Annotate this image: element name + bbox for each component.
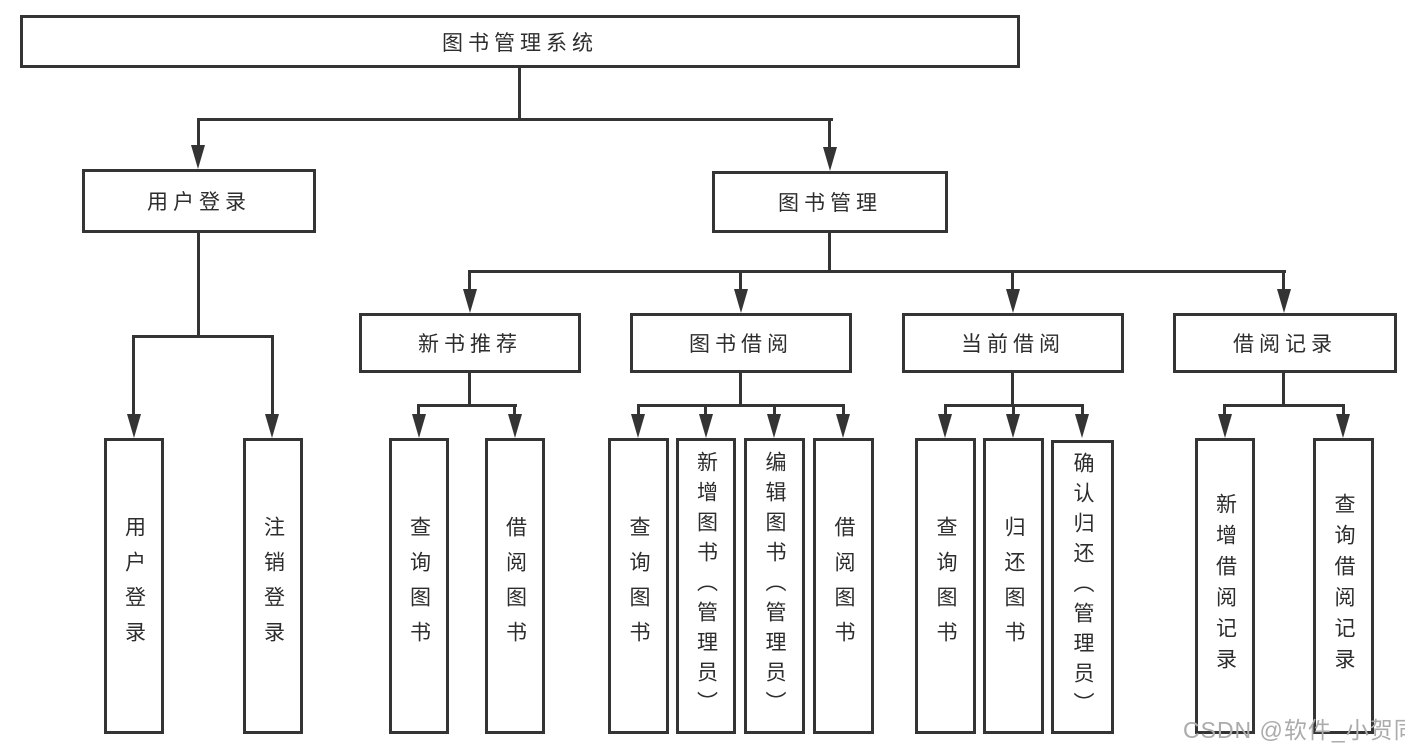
arrowhead-down-icon	[699, 414, 713, 438]
connector-line	[773, 404, 776, 416]
leaf-query-books-borrowing: 查询图书	[608, 438, 669, 734]
watermark: CSDN @软件_小贺同学	[1183, 717, 1405, 743]
connector-line	[468, 270, 471, 290]
arrowhead-down-icon	[1336, 414, 1350, 438]
connector-line	[197, 233, 200, 338]
leaf-label: 查询图书	[407, 516, 431, 656]
arrowhead-down-icon	[631, 414, 645, 438]
connector-line	[739, 270, 742, 290]
leaf-borrow-books-borrowing: 借阅图书	[813, 438, 874, 734]
node-label: 借阅记录	[1233, 333, 1337, 356]
leaf-label: 借阅图书	[832, 516, 855, 656]
connector-line	[739, 373, 742, 407]
connector-line	[704, 404, 707, 416]
node-library-management-system: 图书管理系统	[20, 15, 1020, 68]
leaf-query-books-recommendation: 查询图书	[389, 438, 449, 734]
connector-line	[1223, 404, 1345, 407]
connector-line	[637, 404, 845, 407]
connector-line	[1282, 270, 1285, 290]
connector-line	[417, 404, 420, 416]
connector-line	[1012, 404, 1015, 416]
connector-line	[1011, 373, 1014, 407]
leaf-label: 新增借阅记录	[1213, 493, 1237, 679]
node-label: 用户登录	[147, 191, 251, 214]
leaf-query-books-current: 查询图书	[915, 438, 976, 734]
connector-line	[132, 335, 135, 415]
connector-line	[1342, 404, 1345, 416]
connector-line	[197, 118, 200, 146]
leaf-label: 新增图书（管理员）	[694, 451, 718, 721]
arrowhead-down-icon	[265, 414, 279, 438]
node-new-book-recommendation: 新书推荐	[359, 313, 581, 373]
leaf-borrow-books-recommendation: 借阅图书	[485, 438, 545, 734]
connector-line	[1282, 373, 1285, 407]
arrowhead-down-icon	[1218, 414, 1232, 438]
connector-line	[637, 404, 640, 416]
leaf-label: 查询图书	[934, 516, 957, 656]
connector-line	[828, 233, 831, 273]
connector-line	[518, 68, 521, 120]
leaf-label: 借阅图书	[503, 516, 527, 656]
node-user-login: 用户登录	[82, 169, 316, 233]
connector-line	[1223, 404, 1226, 416]
arrowhead-down-icon	[463, 289, 477, 313]
connector-line	[417, 404, 517, 407]
node-label: 新书推荐	[418, 333, 522, 356]
arrowhead-down-icon	[938, 414, 952, 438]
leaf-user-login: 用户登录	[104, 438, 164, 734]
connector-line	[1011, 270, 1014, 290]
leaf-confirm-return-admin: 确认归还（管理员）	[1051, 440, 1114, 734]
leaf-return-books: 归还图书	[983, 438, 1044, 734]
leaf-label: 查询图书	[627, 516, 650, 656]
arrowhead-down-icon	[836, 414, 850, 438]
node-book-management: 图书管理	[712, 171, 948, 233]
connector-line	[944, 404, 947, 416]
arrowhead-down-icon	[1006, 289, 1020, 313]
connector-line	[132, 335, 274, 338]
leaf-add-books-admin: 新增图书（管理员）	[676, 438, 736, 734]
connector-line	[468, 373, 471, 407]
node-borrowing-records: 借阅记录	[1173, 313, 1397, 373]
leaf-edit-books-admin: 编辑图书（管理员）	[744, 438, 805, 734]
leaf-label: 注销登录	[261, 516, 285, 656]
leaf-query-borrow-record: 查询借阅记录	[1313, 438, 1374, 734]
arrowhead-down-icon	[734, 289, 748, 313]
leaf-label: 用户登录	[122, 516, 146, 656]
node-label: 图书管理	[778, 192, 882, 215]
connector-line	[842, 404, 845, 416]
leaf-label: 编辑图书（管理员）	[763, 451, 786, 721]
connector-line	[197, 118, 833, 121]
node-label: 图书管理系统	[442, 31, 598, 55]
connector-line	[828, 118, 831, 148]
connector-line	[1081, 404, 1084, 416]
connector-line	[513, 404, 516, 416]
connector-line	[271, 335, 274, 415]
arrowhead-down-icon	[1006, 414, 1020, 438]
arrowhead-down-icon	[1277, 289, 1291, 313]
leaf-label: 查询借阅记录	[1332, 493, 1355, 679]
node-current-borrowing: 当前借阅	[902, 313, 1124, 373]
node-label: 当前借阅	[961, 333, 1065, 356]
leaf-add-borrow-record: 新增借阅记录	[1195, 438, 1255, 734]
arrowhead-down-icon	[508, 414, 522, 438]
arrowhead-down-icon	[767, 414, 781, 438]
arrowhead-down-icon	[1075, 414, 1089, 438]
node-label: 图书借阅	[689, 333, 793, 356]
node-book-borrowing: 图书借阅	[630, 313, 852, 373]
arrowhead-down-icon	[127, 414, 141, 438]
arrowhead-down-icon	[823, 147, 837, 171]
leaf-logout: 注销登录	[243, 438, 303, 734]
arrowhead-down-icon	[191, 145, 205, 169]
leaf-label: 确认归还（管理员）	[1071, 452, 1094, 722]
leaf-label: 归还图书	[1002, 516, 1025, 656]
connector-line	[468, 270, 1286, 273]
arrowhead-down-icon	[412, 414, 426, 438]
